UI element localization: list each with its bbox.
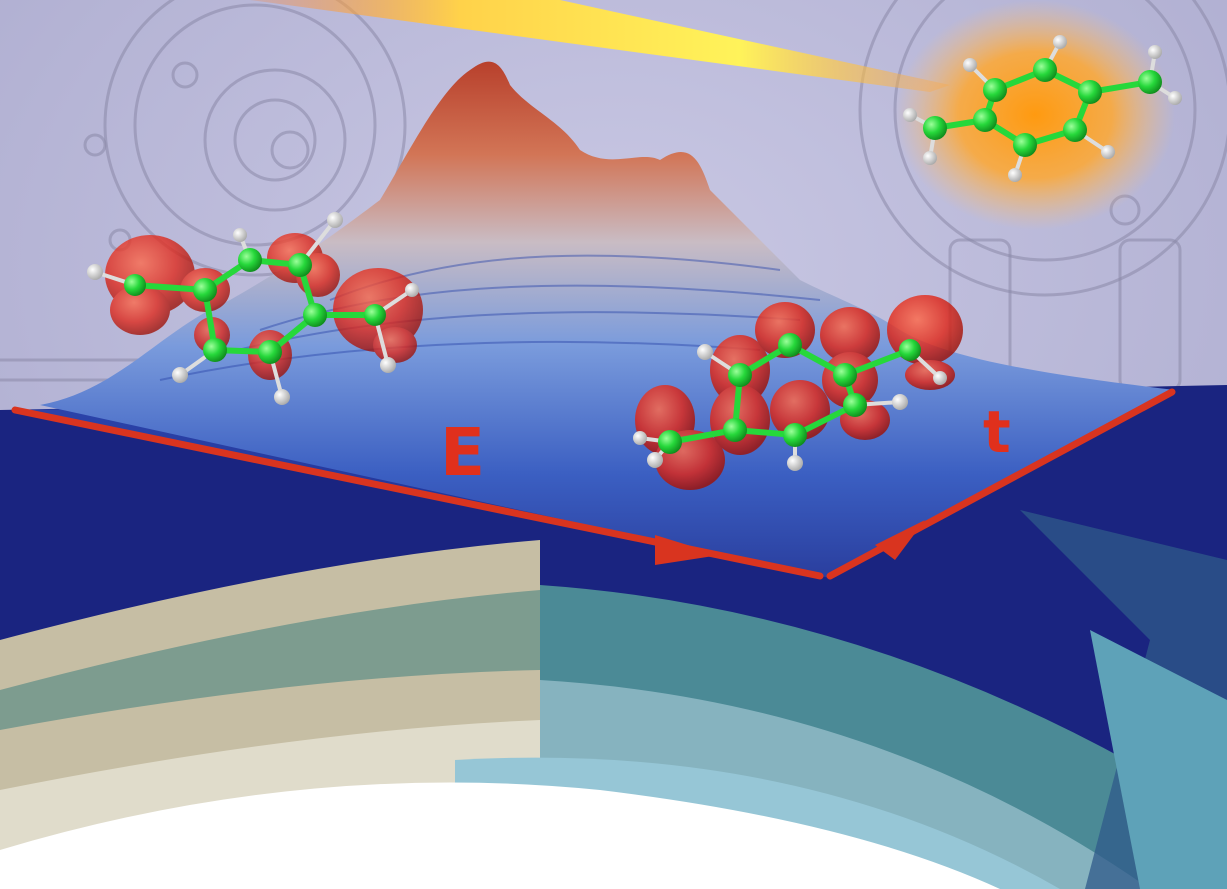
time-axis-label: t bbox=[983, 398, 1011, 466]
arrow-right-icon bbox=[655, 535, 720, 565]
molecule-left bbox=[87, 212, 423, 405]
orange-glow bbox=[895, 0, 1175, 230]
molecule-right bbox=[633, 295, 963, 490]
decorative-bands bbox=[0, 510, 1227, 889]
spectrum-mountain bbox=[40, 61, 1175, 578]
laser-beam bbox=[250, 0, 950, 92]
axes bbox=[11, 388, 1176, 580]
styrene-molecule bbox=[903, 35, 1182, 182]
arrow-up-right-icon bbox=[875, 520, 925, 560]
energy-axis-label: E bbox=[440, 414, 485, 491]
